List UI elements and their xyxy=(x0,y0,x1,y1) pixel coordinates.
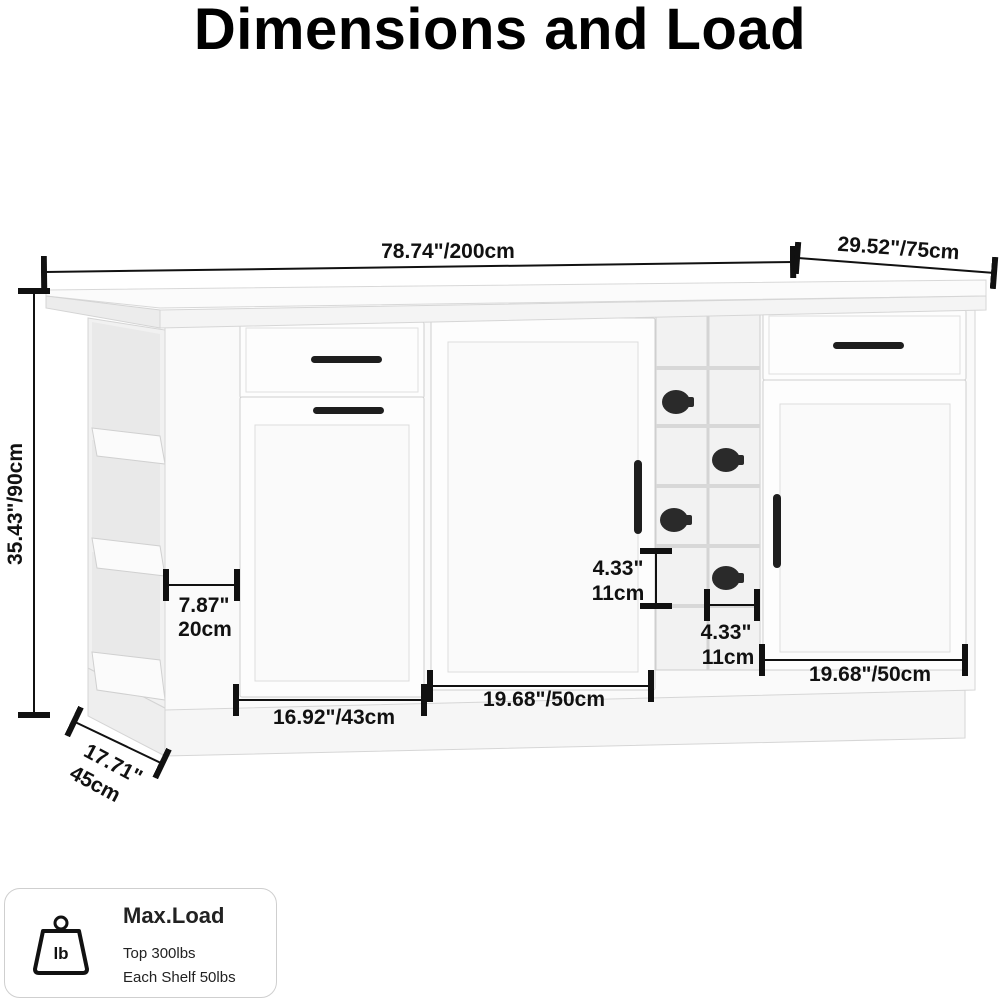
right-cabinet xyxy=(762,309,967,671)
wine-bottle xyxy=(712,448,744,472)
wine-cell-width-label-inch: 4.33" xyxy=(701,621,752,644)
shelf-load-text: Each Shelf 50lbs xyxy=(123,969,236,986)
page-title: Dimensions and Load xyxy=(193,0,807,62)
wine-cell-height-label-inch: 4.33" xyxy=(593,557,644,580)
wine-cell-width-label-cm: 11cm xyxy=(702,646,755,669)
wine-bottle xyxy=(660,508,692,532)
middle-cabinet xyxy=(430,317,656,691)
max-load-card: lb Max.Load Top 300lbs Each Shelf 50lbs xyxy=(4,888,277,998)
weight-icon-label: lb xyxy=(53,944,68,963)
top-load-text: Top 300lbs xyxy=(123,945,196,962)
middle-cabinet-width-label: 19.68"/50cm xyxy=(483,688,605,711)
wine-bottle xyxy=(662,390,694,414)
dimension-lines xyxy=(18,241,999,780)
left-cabinet-width-label: 16.92"/43cm xyxy=(273,706,395,729)
max-load-title: Max.Load xyxy=(123,903,225,928)
width-label: 78.74"/200cm xyxy=(381,240,515,263)
left-cabinet xyxy=(239,321,425,698)
side-open-shelves xyxy=(87,317,166,709)
island-body xyxy=(45,279,987,757)
wine-bottle xyxy=(712,566,744,590)
height-label: 35.43"/90cm xyxy=(4,443,27,565)
depth-top-label: 29.52"/75cm xyxy=(837,233,960,264)
weight-lb-icon: lb xyxy=(33,915,89,975)
shelf-depth-label-inch: 7.87" xyxy=(179,594,230,617)
wine-cell-height-label-cm: 11cm xyxy=(592,582,645,605)
wine-rack xyxy=(655,313,761,671)
shelf-depth-label-cm: 20cm xyxy=(178,618,232,641)
right-cabinet-width-label: 19.68"/50cm xyxy=(809,663,931,686)
